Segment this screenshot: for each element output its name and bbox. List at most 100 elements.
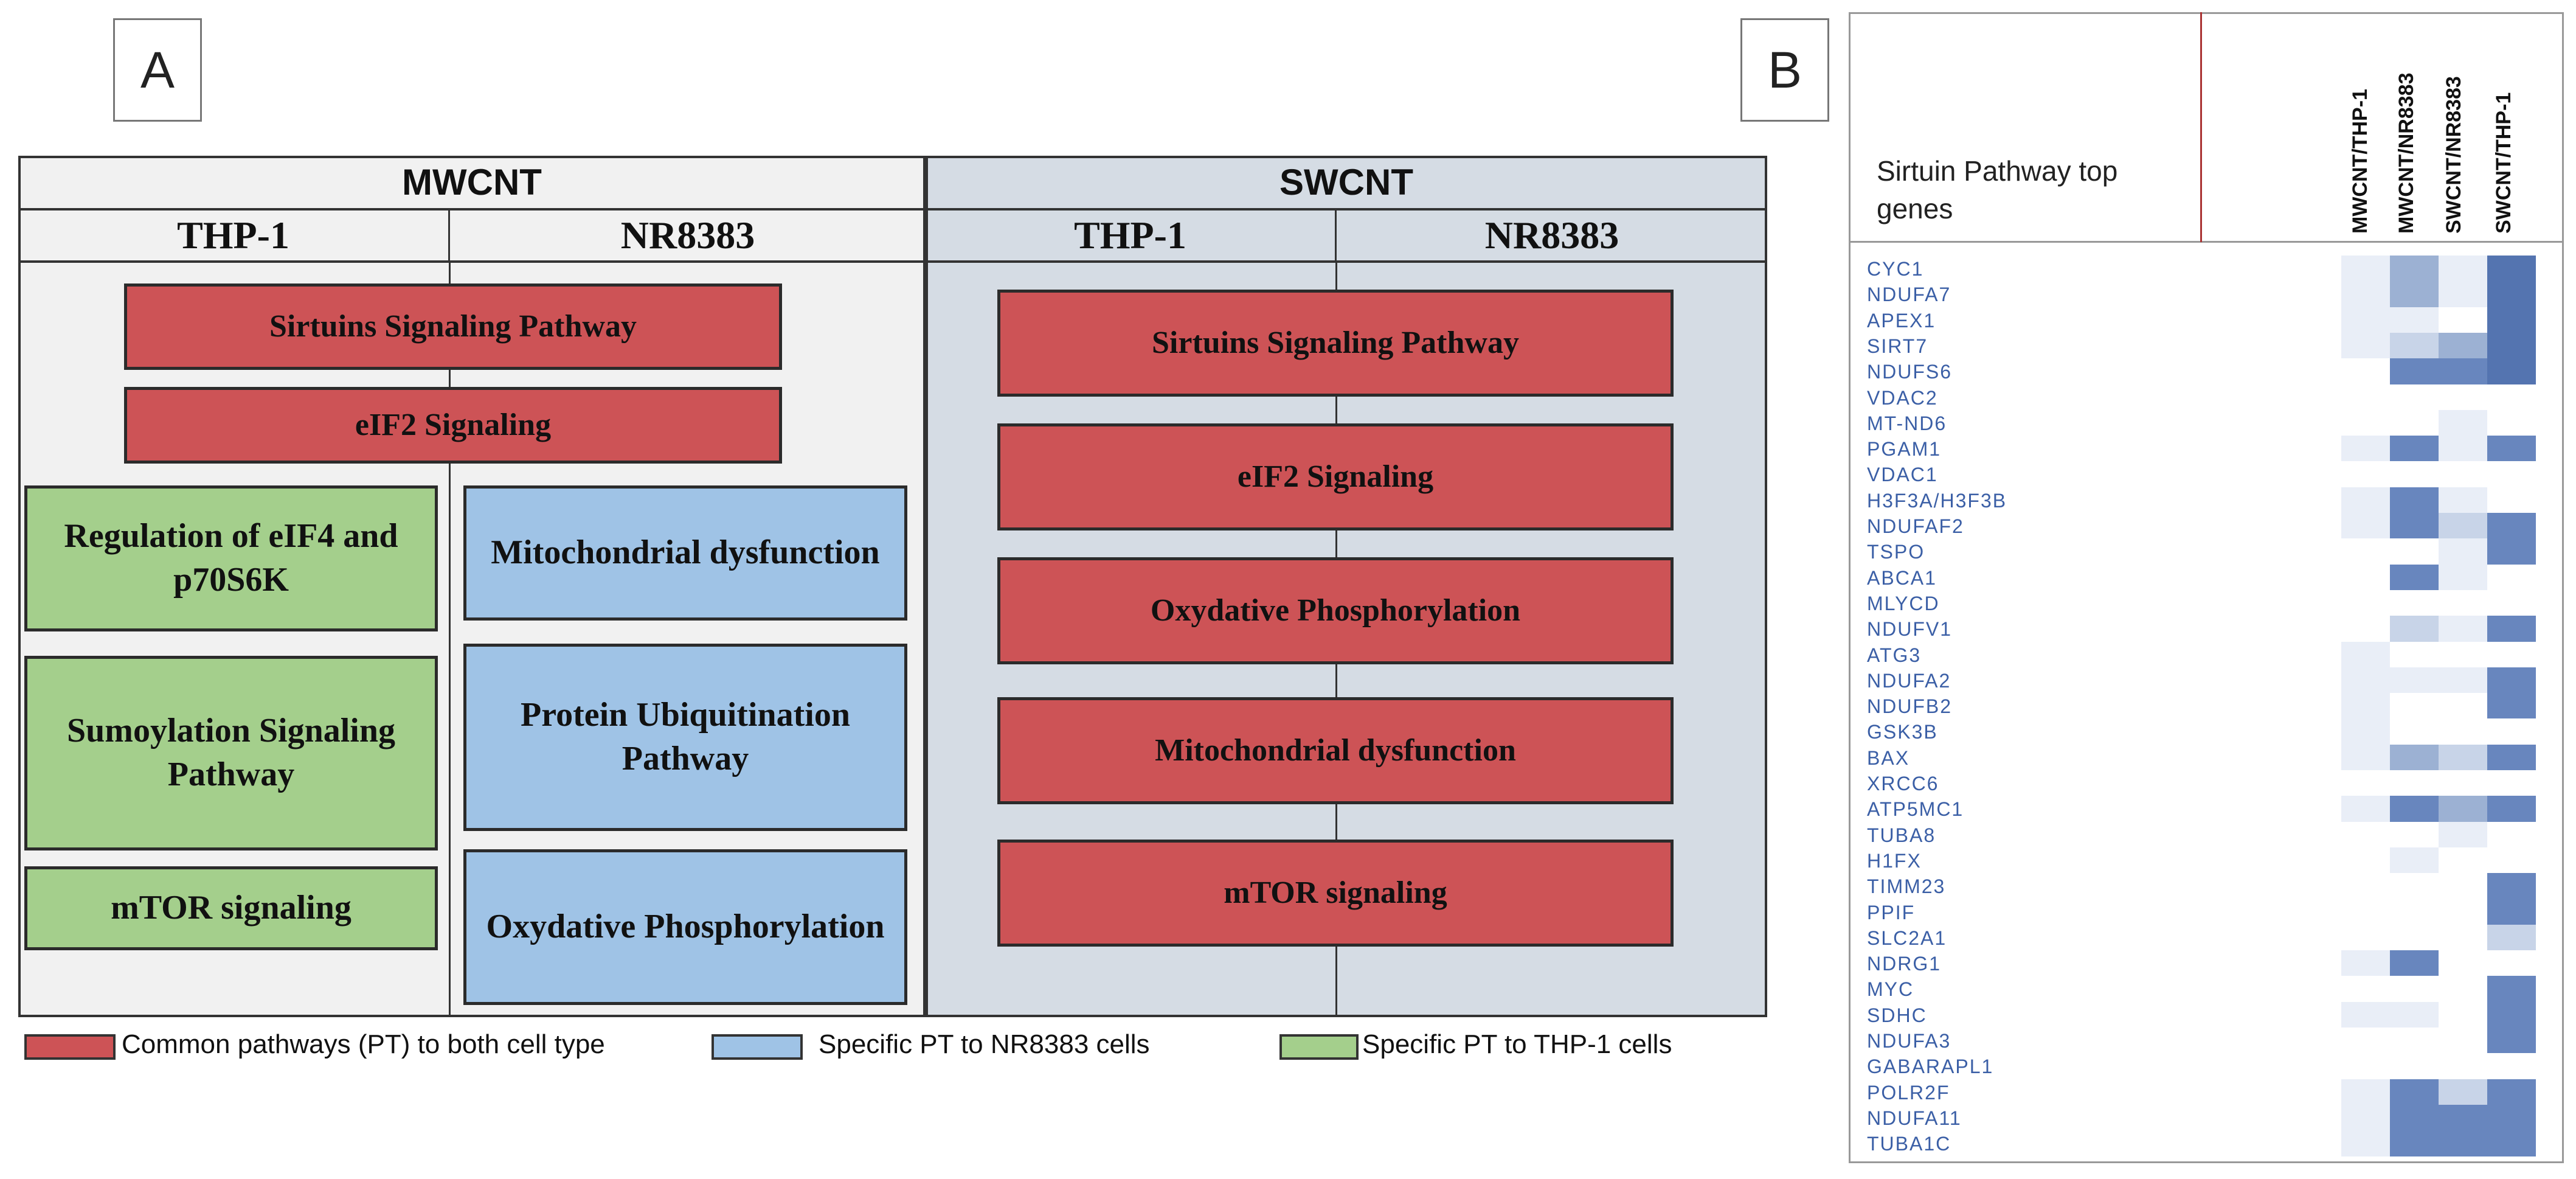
gene-label: H3F3A/H3F3B — [1867, 489, 2007, 512]
gene-label: SDHC — [1867, 1004, 1927, 1026]
mw-box-eif2: eIF2 Signaling — [124, 387, 782, 464]
heatmap-cell — [2439, 538, 2487, 565]
heatmap-cell — [2487, 307, 2536, 333]
heatmap-cell — [2439, 976, 2487, 1003]
legend-label-thp1: Specific PT to THP-1 cells — [1362, 1029, 1672, 1059]
gene-label: SIRT7 — [1867, 335, 1928, 357]
heatmap-cell — [2439, 1079, 2487, 1105]
heatmap-cell — [2487, 693, 2536, 719]
legend-swatch-nr8383 — [712, 1034, 803, 1060]
sw-box-mito: Mitochondrial dysfunction — [997, 697, 1674, 804]
heatmap-cell — [2487, 384, 2536, 411]
heatmap-cell — [2487, 847, 2536, 874]
heatmap-cell — [2390, 616, 2439, 642]
gene-label: PPIF — [1867, 901, 1916, 923]
heatmap-cell — [2390, 513, 2439, 539]
heatmap-cell — [2390, 1028, 2439, 1054]
heatmap-cell — [2487, 1001, 2536, 1028]
heatmap-cell — [2487, 590, 2536, 616]
heatmap-cell — [2487, 924, 2536, 951]
legend-swatch-thp1 — [1279, 1034, 1359, 1060]
gene-label: NDUFA2 — [1867, 669, 1951, 692]
heatmap-cell — [2487, 358, 2536, 385]
gene-label: SLC2A1 — [1867, 927, 1947, 949]
gene-label: TIMM23 — [1867, 875, 1946, 898]
heatmap-cell — [2390, 976, 2439, 1003]
heatmap-cell — [2439, 924, 2487, 951]
mw-box-ubiquitination: Protein Ubiquitination Pathway — [463, 644, 907, 831]
heatmap-cell — [2341, 899, 2390, 925]
legend-label-common: Common pathways (PT) to both cell type — [122, 1029, 605, 1059]
heatmap-cell — [2439, 821, 2487, 848]
heatmap-cell — [2390, 924, 2439, 951]
heatmap-cell — [2390, 718, 2439, 745]
gene-label: VDAC1 — [1867, 464, 1938, 486]
heatmap-cell — [2487, 1079, 2536, 1105]
heatmap-cell — [2439, 847, 2487, 874]
heatmap-cell — [2487, 641, 2536, 668]
mwcnt-nr8383-header: NR8383 — [450, 210, 926, 263]
sw-box-oxphos: Oxydative Phosphorylation — [997, 557, 1674, 664]
heatmap-cell — [2439, 256, 2487, 282]
heatmap-cell — [2341, 358, 2390, 385]
heatmap-cell — [2439, 1028, 2487, 1054]
heatmap-cell — [2341, 616, 2390, 642]
heatmap-cell — [2390, 461, 2439, 488]
mwcnt-thp1-header: THP-1 — [18, 210, 450, 263]
heatmap-cell — [2487, 718, 2536, 745]
heatmap-cell — [2487, 487, 2536, 513]
heatmap-cell — [2487, 1104, 2536, 1131]
heatmap-cell — [2487, 667, 2536, 694]
heatmap-cell — [2487, 1130, 2536, 1157]
heatmap-cell — [2341, 332, 2390, 359]
heatmap-cell — [2390, 281, 2439, 308]
col-header-mwcnt-thp1: MWCNT/THP-1 — [2349, 89, 2372, 234]
sw-box-sirtuins: Sirtuins Signaling Pathway — [997, 290, 1674, 397]
heatmap-cell — [2390, 744, 2439, 771]
heatmap-cell — [2341, 821, 2390, 848]
heatmap-cell — [2341, 1130, 2390, 1157]
heatmap-cell — [2487, 461, 2536, 488]
gene-label: NDUFA3 — [1867, 1030, 1951, 1052]
gene-label: NDUFA11 — [1867, 1107, 1962, 1129]
heatmap-cell — [2439, 461, 2487, 488]
heatmap-cell — [2487, 744, 2536, 771]
mw-box-eif4: Regulation of eIF4 and p70S6K — [24, 485, 438, 631]
heatmap-cell — [2390, 899, 2439, 925]
mw-box-sumoylation: Sumoylation Signaling Pathway — [24, 656, 438, 850]
legend-label-nr8383: Specific PT to NR8383 cells — [819, 1029, 1150, 1059]
col-header-swcnt-thp1: SWCNT/THP-1 — [2492, 92, 2515, 234]
heatmap-cell — [2439, 1130, 2487, 1157]
mw-box-mtor: mTOR signaling — [24, 866, 438, 950]
heatmap-cell — [2439, 796, 2487, 823]
gene-label: NDUFA7 — [1867, 283, 1951, 306]
gene-label: NDUFV1 — [1867, 618, 1953, 641]
gene-label: POLR2F — [1867, 1081, 1950, 1104]
heatmap-cell — [2487, 564, 2536, 591]
heatmap-cell — [2341, 796, 2390, 823]
swcnt-header: SWCNT — [926, 156, 1767, 210]
heatmap-cell — [2341, 924, 2390, 951]
panel-b-label: B — [1740, 18, 1829, 122]
gene-label: ABCA1 — [1867, 566, 1937, 589]
heatmap-cell — [2341, 873, 2390, 900]
panel-a-label: A — [113, 18, 202, 122]
gene-label: XRCC6 — [1867, 773, 1939, 795]
heatmap-cell — [2439, 358, 2487, 385]
heatmap-cell — [2487, 1053, 2536, 1080]
heatmap-cell — [2439, 564, 2487, 591]
gene-label: PGAM1 — [1867, 438, 1942, 461]
heatmap-cell — [2439, 1053, 2487, 1080]
mw-box-oxphos: Oxydative Phosphorylation — [463, 849, 907, 1005]
gene-label: BAX — [1867, 746, 1910, 769]
heatmap-cell — [2439, 950, 2487, 976]
heatmap-cell — [2487, 1028, 2536, 1054]
gene-label: NDUFAF2 — [1867, 515, 1964, 537]
heatmap-cell — [2390, 950, 2439, 976]
heatmap-cell — [2487, 436, 2536, 462]
heatmap-cell — [2341, 1079, 2390, 1105]
heatmap-cell — [2390, 358, 2439, 385]
heatmap-cell — [2487, 873, 2536, 900]
mwcnt-divider — [449, 263, 451, 1017]
heatmap-cell — [2390, 307, 2439, 333]
